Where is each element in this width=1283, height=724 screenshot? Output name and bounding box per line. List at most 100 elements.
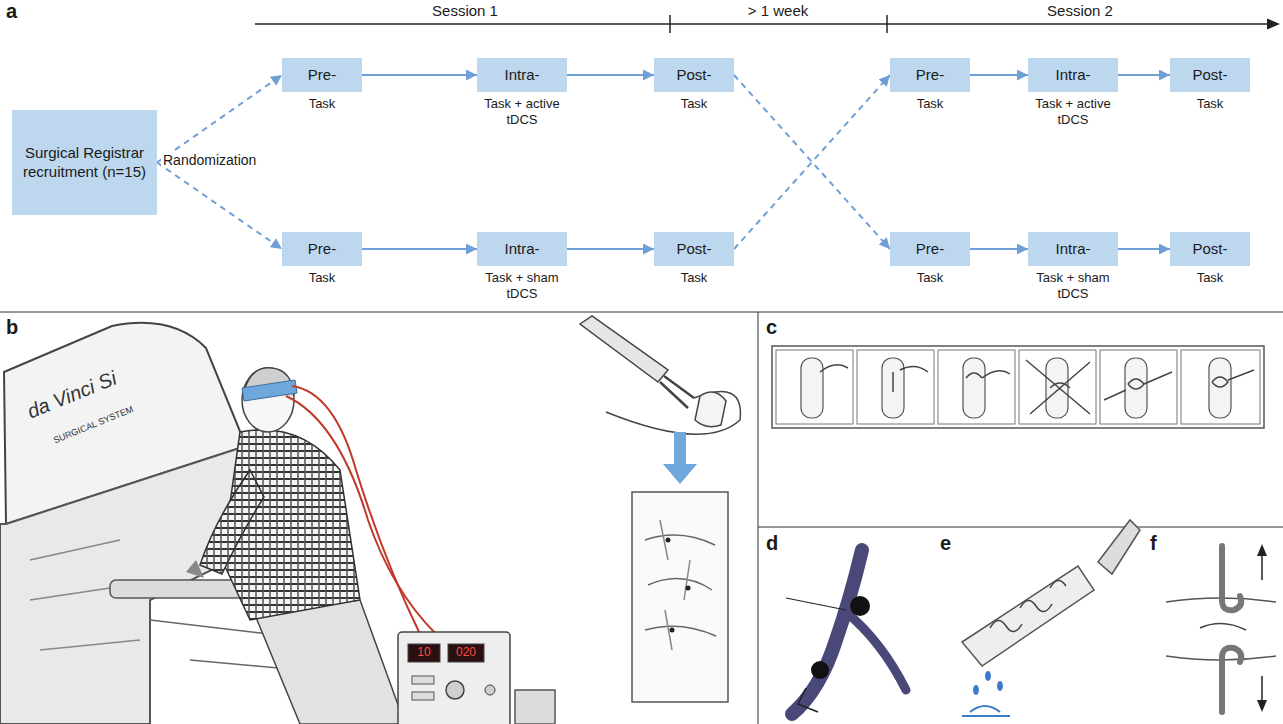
box-label: Intra- — [1055, 240, 1090, 259]
knot-sequence-part — [1181, 350, 1260, 424]
panel-divider — [0, 312, 1283, 724]
box-label: Post- — [1192, 66, 1227, 85]
robotic-instrument-part — [695, 392, 726, 427]
allocation-arrow — [157, 163, 282, 250]
task-caption: Task — [654, 96, 734, 112]
robotic-instrument-part — [606, 392, 740, 435]
phase-box: Pre-Task — [282, 58, 362, 92]
tensile-test-part — [1222, 648, 1241, 712]
suture-pad-part — [670, 628, 675, 633]
timeline-part — [255, 23, 1270, 25]
knot-sequence-part — [966, 371, 1010, 378]
flow-arrow — [1118, 74, 1170, 76]
box-label: Pre- — [916, 66, 944, 85]
vessel-ligation-part — [850, 596, 870, 616]
vessel-ligation-part — [798, 688, 818, 712]
phase-box: Pre-Task — [890, 232, 970, 266]
flow-arrow — [970, 74, 1028, 76]
flow-arrow — [362, 248, 477, 250]
session-label: Session 2 — [1047, 2, 1113, 19]
leak-test — [962, 520, 1140, 716]
suture-pad-part — [666, 538, 671, 543]
surgeon — [186, 368, 405, 724]
phase-box: Intra-Task + sham tDCS — [1028, 232, 1118, 266]
vessel-ligation — [786, 550, 906, 714]
box-label: Post- — [676, 240, 711, 259]
leak-test-part — [962, 706, 1010, 716]
tensile-test — [1166, 544, 1276, 712]
knot-sequence-part — [857, 350, 934, 424]
box-label: Intra- — [1055, 66, 1090, 85]
robotic-instrument-part — [580, 316, 668, 382]
display-digits: 020 — [456, 646, 476, 660]
vessel-ligation-part — [786, 598, 846, 610]
suture-pad-part — [660, 520, 690, 650]
timeline-part — [1267, 19, 1280, 30]
knot-sequence-part — [1209, 358, 1231, 418]
knot-sequence-part — [801, 358, 823, 418]
tensile-test-part — [1261, 554, 1263, 580]
task-caption: Task — [1170, 96, 1250, 112]
flow-arrow — [362, 74, 477, 76]
panel-letter: b — [6, 316, 18, 339]
leak-test-part — [997, 681, 1003, 691]
box-label: Pre- — [916, 240, 944, 259]
flow-arrow — [567, 74, 654, 76]
session-label: Session 1 — [432, 2, 498, 19]
knot-sequence-part — [1100, 350, 1177, 424]
leak-test-part — [985, 671, 991, 681]
box-label: Surgical Registrar recruitment (n=15) — [18, 144, 151, 182]
suture-pad-part — [645, 535, 716, 636]
box-label: Post- — [676, 66, 711, 85]
knot-sequence-part — [938, 350, 1015, 424]
phase-box: Intra-Task + active tDCS — [1028, 58, 1118, 92]
panel-divider-part — [758, 527, 1283, 528]
task-caption: Task — [890, 96, 970, 112]
crossover-arrow — [734, 75, 890, 249]
panel-letter: a — [6, 0, 17, 23]
knot-sequence-part — [1046, 358, 1068, 418]
tdcs-device — [398, 632, 555, 724]
tdcs-device-part — [398, 632, 510, 724]
box-label: Pre- — [308, 240, 336, 259]
tdcs-device-part — [412, 676, 434, 684]
surgeon-part — [255, 600, 405, 724]
interval-label: > 1 week — [748, 2, 808, 19]
allocation-arrow — [157, 75, 282, 163]
knot-sequence-part — [1026, 360, 1090, 414]
knot-sequence-part — [1125, 358, 1147, 418]
task-caption: Task — [1170, 270, 1250, 286]
randomization-label: Randomization — [161, 152, 258, 168]
crossover-arrow — [734, 75, 890, 249]
electrode-wire-part — [286, 396, 436, 634]
display-digits: 10 — [417, 646, 430, 660]
panel-letter: e — [940, 532, 951, 555]
flow-arrow — [1118, 248, 1170, 250]
phase-box: Post-Task — [654, 58, 734, 92]
suture-pad — [632, 492, 728, 702]
flow-arrow — [567, 248, 654, 250]
knot-sequence-part — [1019, 350, 1096, 424]
task-caption: Task — [282, 96, 362, 112]
task-caption: Task — [282, 270, 362, 286]
vessel-ligation-part — [792, 550, 862, 714]
leak-test-part — [962, 566, 1094, 666]
leak-test-part — [973, 685, 979, 695]
down-arrow — [663, 432, 697, 484]
task-caption: Task + sham tDCS — [1028, 270, 1118, 301]
knot-sequence-part — [1104, 372, 1172, 400]
tensile-test-part — [1257, 700, 1267, 712]
electrode-wire-part — [292, 386, 420, 634]
knot-sequence-part — [820, 365, 848, 372]
phase-box: Intra-Task + sham tDCS — [477, 232, 567, 266]
robotic-instrument-part — [660, 376, 694, 408]
box-label: Intra- — [504, 66, 539, 85]
phase-box: Post-Task — [1170, 58, 1250, 92]
knot-sequence-part — [893, 366, 928, 392]
flow-arrow — [970, 248, 1028, 250]
down-arrow-part — [663, 432, 697, 484]
tensile-test-part — [1261, 676, 1263, 702]
panel-letter: d — [766, 532, 778, 555]
surgeon-part — [200, 470, 264, 574]
tdcs-device-part — [515, 690, 555, 724]
